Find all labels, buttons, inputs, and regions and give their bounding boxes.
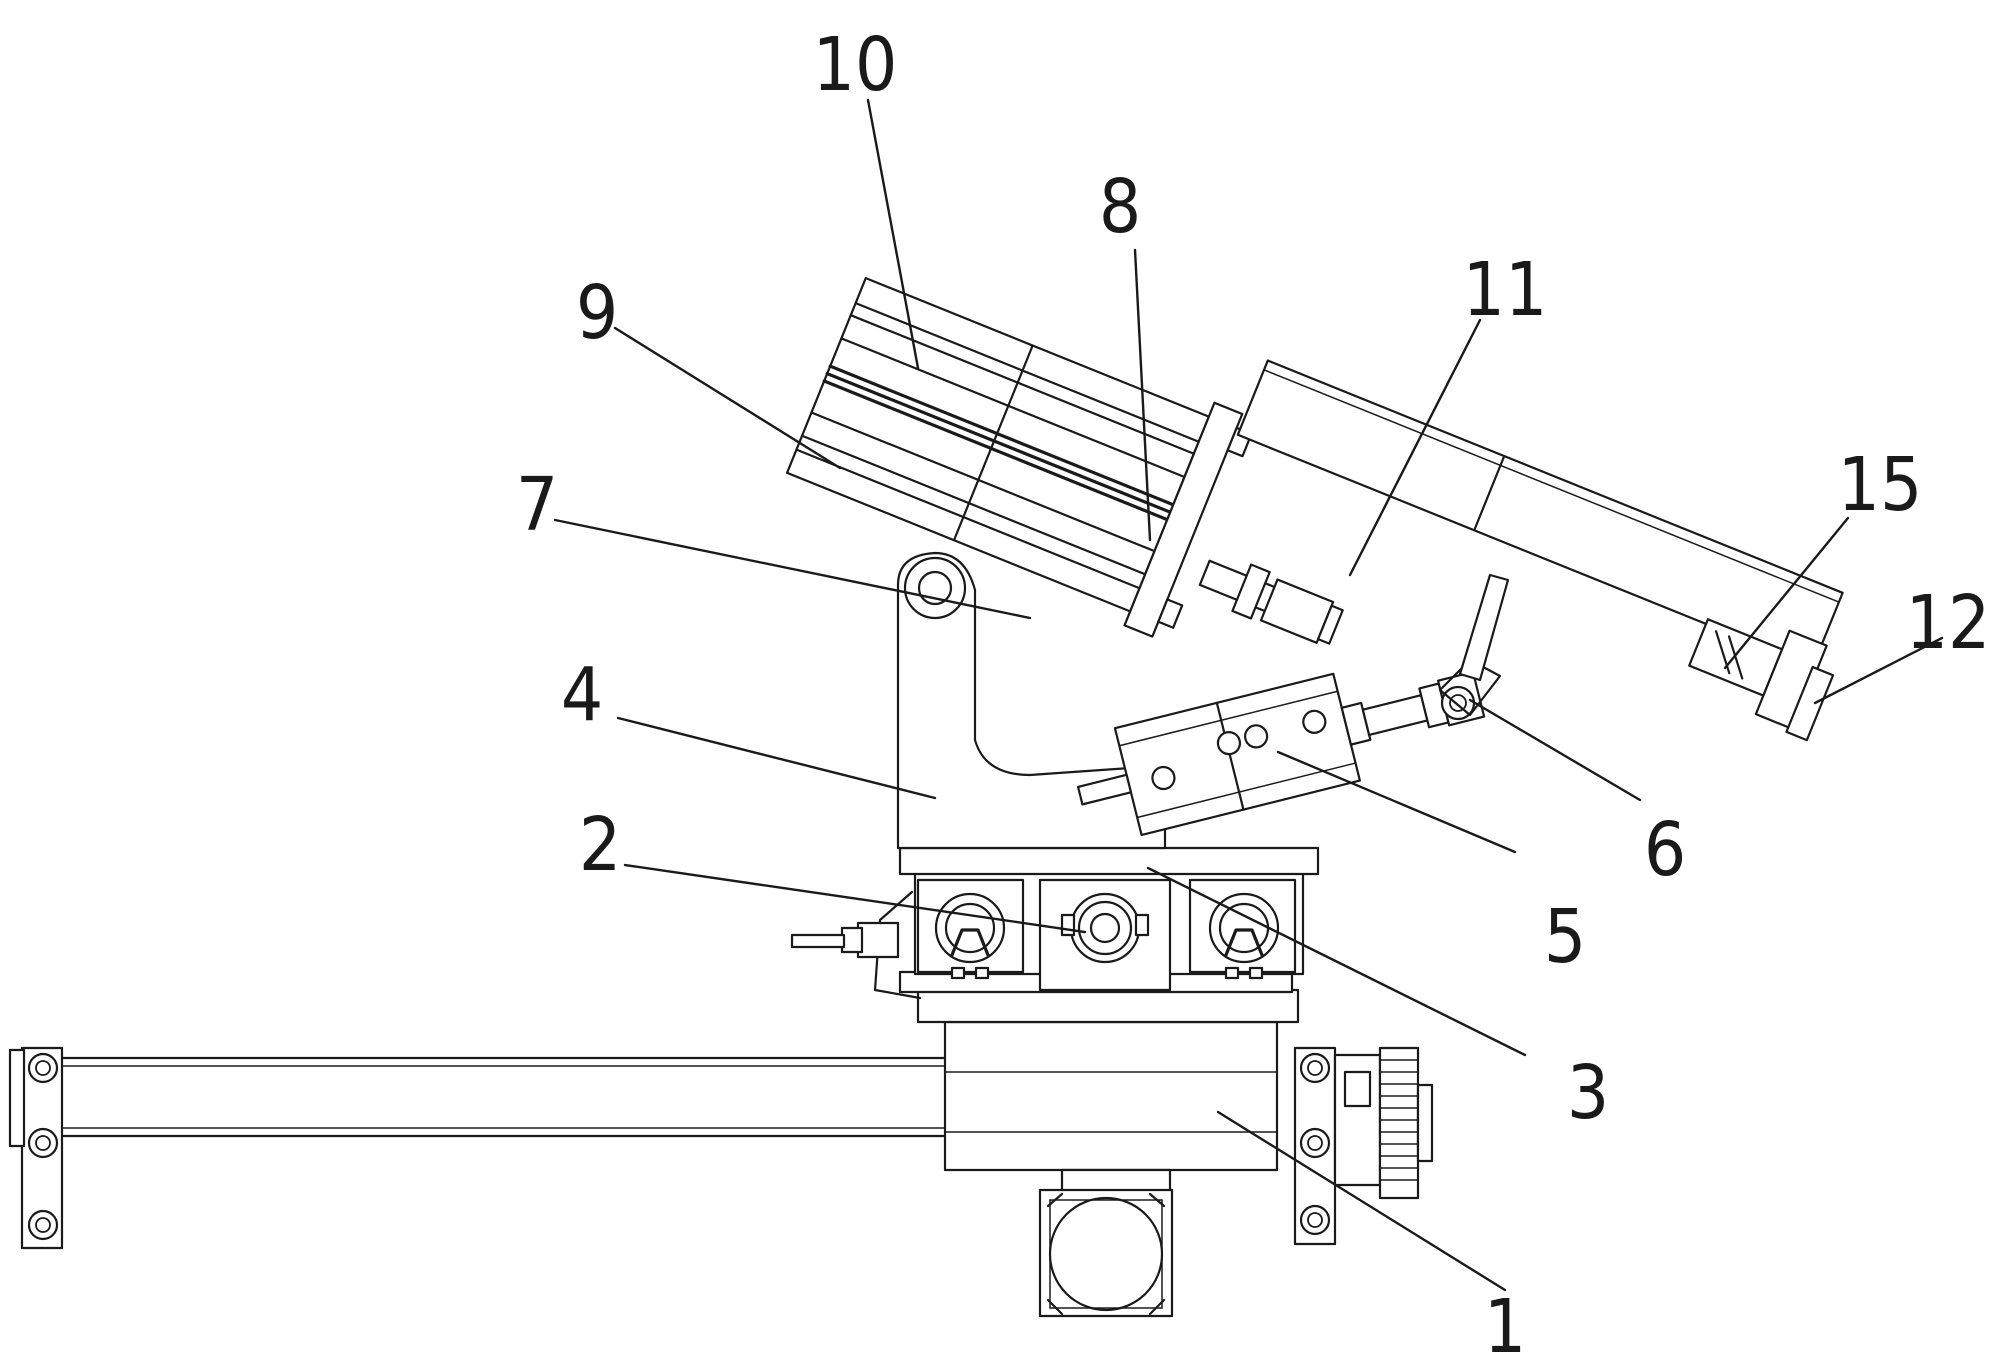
leader-11 — [1348, 318, 1482, 577]
label-5: 5 — [1544, 894, 1586, 980]
label-4: 4 — [561, 652, 603, 738]
label-1: 1 — [1484, 1284, 1526, 1359]
leader-10 — [866, 98, 920, 370]
label-12: 12 — [1906, 580, 1991, 666]
left-endplate-bolts — [27, 1052, 59, 1241]
right-linear-bearing — [1188, 878, 1297, 980]
label-2: 2 — [579, 802, 621, 888]
leader-1 — [1216, 1110, 1507, 1292]
leader-2 — [623, 863, 1087, 934]
label-8: 8 — [1099, 164, 1141, 250]
label-10: 10 — [813, 22, 898, 108]
leader-lines — [553, 98, 1944, 1292]
label-7: 7 — [516, 462, 558, 548]
slide-table-assembly — [790, 846, 1320, 1024]
support-bracket — [896, 551, 1167, 850]
leader-7 — [553, 518, 1032, 620]
leader-4 — [616, 716, 937, 800]
leader-12 — [1813, 636, 1944, 705]
proximity-sensor — [790, 890, 922, 1000]
label-9: 9 — [576, 270, 618, 356]
timing-pulley — [1378, 1046, 1434, 1200]
leader-15 — [1723, 516, 1850, 670]
callout-labels: 1 2 3 4 5 6 7 8 9 10 11 12 15 — [516, 22, 1991, 1359]
label-11: 11 — [1463, 247, 1548, 333]
linear-rail-assembly — [8, 1020, 1434, 1318]
leader-3 — [1146, 866, 1527, 1057]
tilt-cylinder — [1076, 658, 1502, 837]
leader-6 — [1468, 698, 1642, 802]
leader-8 — [1133, 248, 1152, 542]
right-endplate-bolts — [1299, 1052, 1331, 1236]
label-3: 3 — [1567, 1050, 1609, 1136]
drive-motor — [1038, 1168, 1174, 1318]
leader-5 — [1276, 750, 1517, 854]
label-15: 15 — [1838, 442, 1923, 528]
lead-screw-nut — [1038, 878, 1172, 992]
leader-9 — [613, 326, 842, 470]
arm-cylinder-assembly — [786, 276, 1844, 742]
label-6: 6 — [1644, 807, 1686, 893]
left-linear-bearing — [916, 878, 1025, 980]
